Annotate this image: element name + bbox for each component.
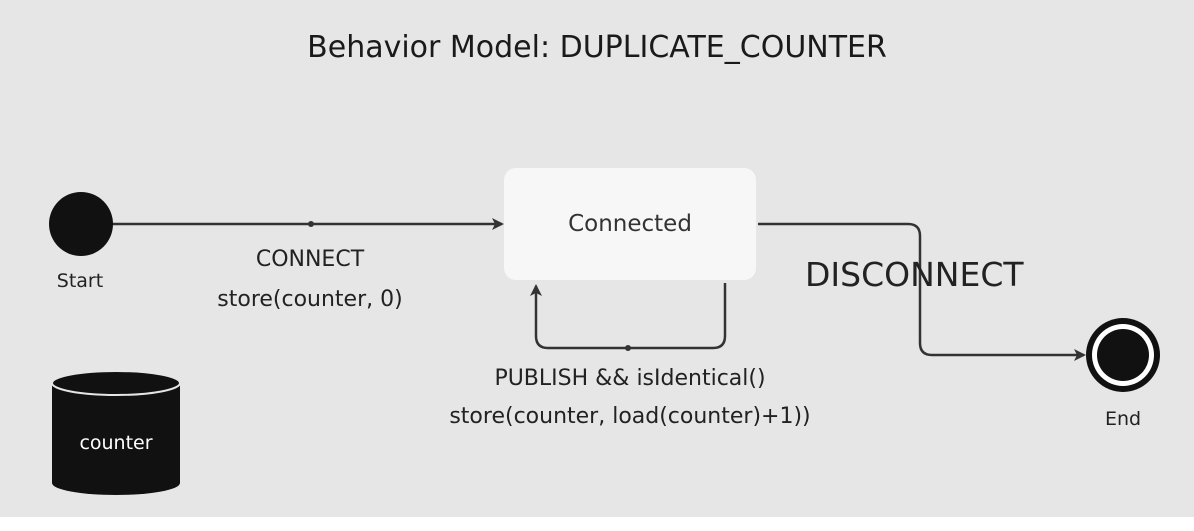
state-connected-label: Connected [568,211,692,237]
publish-loop-midpoint [625,345,631,351]
start-node [49,192,113,256]
connect-edge-midpoint [308,221,314,227]
state-connected: Connected [504,168,756,280]
publish-transition-label: PUBLISH && isIdentical() store(counter, … [405,360,855,436]
publish-action: store(counter, load(counter)+1)) [449,404,811,429]
connect-action: store(counter, 0) [217,287,403,312]
end-node-label: End [1104,408,1142,430]
connect-transition-label: CONNECT store(counter, 0) [200,240,420,320]
start-node-label: Start [56,270,104,292]
end-node-inner [1097,329,1149,381]
datastore-cylinder [51,370,181,495]
connect-event: CONNECT [255,247,365,272]
disconnect-transition-label: DISCONNECT [805,255,1024,294]
publish-event: PUBLISH && isIdentical() [494,366,766,391]
disconnect-edge [758,222,1086,361]
page-title: Behavior Model: DUPLICATE_COUNTER [307,30,887,65]
datastore-label: counter [79,432,153,454]
